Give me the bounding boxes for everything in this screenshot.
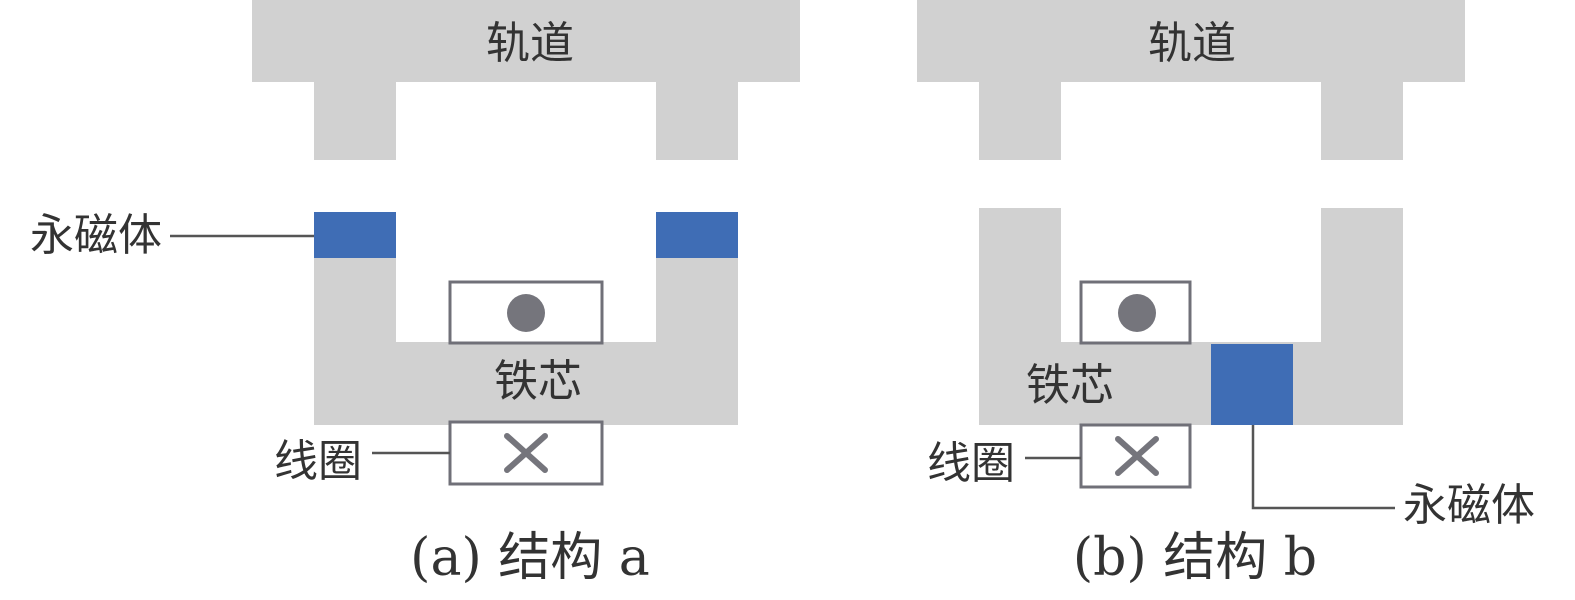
track-leg-right — [1321, 82, 1403, 160]
current-dot-icon — [1118, 294, 1156, 332]
permanent-magnet — [1211, 344, 1293, 425]
panel-a: 轨道 铁芯 永磁体 线圈 (a) 结构 a — [30, 0, 800, 588]
coil-label: 线圈 — [927, 438, 1015, 489]
coil-upper — [1079, 280, 1192, 345]
coil-upper — [448, 280, 604, 345]
track-bar — [917, 0, 1465, 82]
track-leg-left — [314, 82, 396, 160]
coil-lower — [1079, 423, 1192, 489]
current-cross-icon — [1115, 436, 1159, 476]
track: 轨道 — [917, 0, 1465, 160]
track-leg-right — [656, 82, 738, 160]
current-dot-icon — [507, 294, 545, 332]
track-label: 轨道 — [1148, 18, 1236, 69]
magnet-label: 永磁体 — [30, 210, 162, 261]
caption-a: (a) 结构 a — [410, 528, 650, 588]
coil-lower — [448, 420, 604, 486]
caption-b: (b) 结构 b — [1073, 528, 1317, 588]
track-bar — [252, 0, 800, 82]
core-label: 铁芯 — [494, 356, 582, 407]
coil-label: 线圈 — [274, 436, 362, 487]
magnet-label: 永磁体 — [1403, 480, 1535, 531]
current-cross-icon — [504, 433, 548, 473]
permanent-magnet-right — [656, 212, 738, 258]
panel-b: 轨道 铁芯 线圈 永磁体 (b) 结构 b — [917, 0, 1535, 588]
magnet-leader-line — [1251, 425, 1395, 510]
track-label: 轨道 — [486, 18, 574, 69]
iron-core — [979, 208, 1403, 425]
iron-core — [314, 258, 738, 425]
track-leg-left — [979, 82, 1061, 160]
core-label: 铁芯 — [1026, 360, 1114, 411]
track: 轨道 — [252, 0, 800, 160]
permanent-magnet-left — [314, 212, 396, 258]
